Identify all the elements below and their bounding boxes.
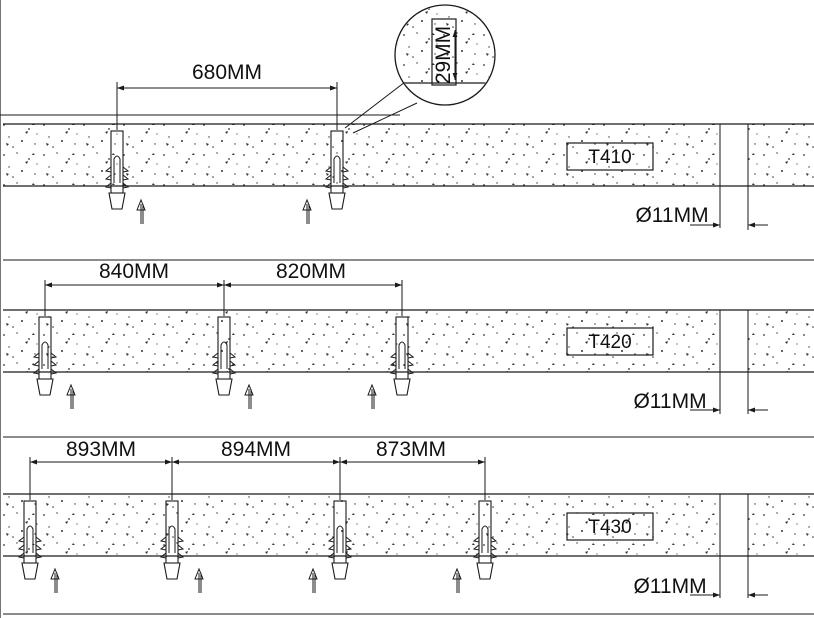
spacing-label: 680MM (192, 61, 262, 84)
section-t420: T420 840MM 820MM (3, 259, 814, 414)
detail-depth-label: 29MM (432, 26, 455, 84)
section-label: T420 (588, 332, 631, 353)
wall-plug-anchor-icon (17, 500, 43, 580)
insertion-arrow-icon (302, 198, 312, 224)
section-t410: T410 680MM Ø11 (3, 61, 814, 230)
concrete-slab-end (748, 494, 814, 556)
detail-callout: 29MM (344, 4, 496, 134)
spacing-label: 820MM (276, 260, 346, 283)
diameter-label: Ø11MM (633, 390, 706, 413)
spacing-label: 893MM (66, 438, 136, 461)
section-label-box (566, 512, 654, 541)
wall-plug-anchor-icon (327, 500, 353, 580)
insertion-arrow-icon (308, 567, 318, 593)
concrete-slab-end (748, 124, 814, 186)
diameter-label: Ø11MM (633, 575, 706, 598)
insertion-arrow-icon (244, 383, 254, 409)
section-label: T410 (588, 147, 631, 168)
insertion-arrow-icon (136, 198, 146, 224)
insertion-arrow-icon (66, 383, 76, 409)
section-label-box (566, 142, 654, 171)
concrete-slab-end (748, 310, 814, 372)
insertion-arrow-icon (452, 567, 462, 593)
wall-plug-anchor-icon (159, 500, 185, 580)
wall-plug-anchor-icon (324, 130, 350, 210)
spacing-label: 894MM (221, 438, 291, 461)
concrete-slab (3, 494, 720, 556)
wall-plug-anchor-icon (32, 316, 58, 396)
section-t430: T430 893MM 894MM 873MM (3, 436, 814, 615)
concrete-slab (3, 310, 720, 372)
wall-plug-anchor-icon (472, 500, 498, 580)
insertion-arrow-icon (50, 567, 60, 593)
spacing-label: 873MM (376, 438, 446, 461)
wall-plug-anchor-icon (104, 130, 130, 210)
diameter-label: Ø11MM (635, 204, 708, 227)
section-label: T430 (588, 517, 631, 538)
section-label-box (566, 327, 654, 356)
insertion-arrow-icon (367, 383, 377, 409)
wall-plug-anchor-icon (389, 316, 415, 396)
spacing-label: 840MM (99, 260, 169, 283)
wall-plug-anchor-icon (211, 316, 237, 396)
insertion-arrow-icon (194, 567, 204, 593)
